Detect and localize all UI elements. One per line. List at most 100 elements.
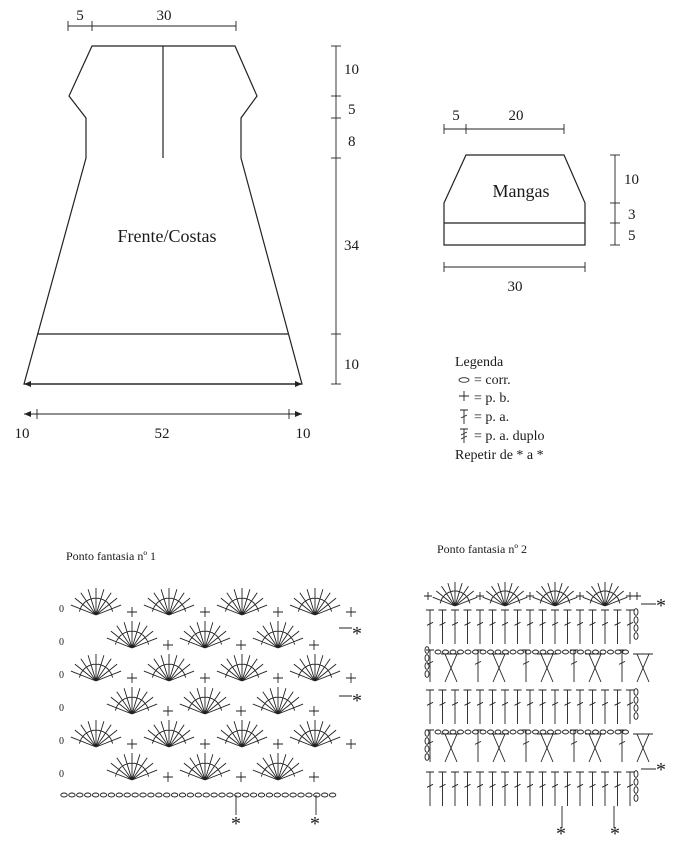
double-crochet-icon — [626, 609, 634, 644]
chart-1-row-start-mark: 0 — [59, 736, 64, 747]
chain-oval-icon — [242, 792, 250, 798]
chain-oval-icon — [479, 729, 487, 735]
double-crochet-icon — [563, 771, 572, 806]
body-side-dim-1: 10 — [344, 62, 359, 78]
chain-oval-icon — [487, 649, 494, 655]
double-crochet-icon — [626, 689, 634, 724]
double-crochet-icon — [426, 649, 434, 682]
body-top-dim-shoulder: 5 — [76, 8, 84, 24]
chain-oval-icon — [449, 729, 457, 735]
cross-icon — [633, 592, 641, 600]
chain-oval-icon — [305, 792, 313, 798]
cross-icon — [273, 607, 283, 617]
chain-oval-icon — [614, 729, 622, 735]
chart-2-row-mark-a: * — [656, 595, 666, 617]
chain-oval-icon — [76, 792, 84, 798]
crossed-stitch-icon — [633, 653, 653, 683]
crossed-stitch-icon — [633, 733, 653, 763]
cross-icon — [127, 739, 137, 749]
chain-oval-icon — [328, 792, 337, 798]
double-crochet-icon — [551, 689, 559, 724]
double-crochet-icon — [538, 771, 547, 806]
chain-oval-icon — [289, 792, 297, 798]
body-side-dim-2: 5 — [348, 102, 356, 118]
double-crochet-icon — [426, 689, 434, 724]
legend-item-treble: = p. a. duplo — [474, 429, 545, 444]
body-bottom-dim-left: 10 — [15, 426, 30, 442]
double-crochet-icon — [438, 771, 447, 806]
shell-fan-icon — [252, 753, 304, 781]
chart-1-row-start-mark: 0 — [59, 637, 64, 648]
chart-1-bottom-mark-b: * — [310, 813, 320, 835]
chain-oval-icon — [442, 649, 449, 655]
double-crochet-icon — [618, 649, 626, 682]
chain-oval-icon — [599, 729, 607, 735]
double-crochet-icon — [588, 689, 597, 724]
crossed-stitch-icon — [489, 733, 509, 763]
chain-oval-icon — [457, 649, 464, 655]
cross-icon — [273, 739, 283, 749]
shell-fan-icon — [179, 621, 231, 649]
chain-oval-icon — [633, 794, 639, 802]
legend-title: Legenda — [455, 355, 504, 370]
chain-oval-icon — [464, 649, 472, 655]
shell-fan-icon — [432, 582, 478, 607]
chain-oval-icon — [115, 792, 123, 798]
repeat-pointer-line — [235, 627, 352, 815]
double-crochet-icon — [551, 771, 559, 806]
chain-oval-icon — [226, 792, 234, 798]
double-crochet-icon — [426, 771, 434, 806]
cross-icon — [576, 592, 584, 600]
chain-oval-icon — [494, 649, 502, 655]
chain-oval-icon — [539, 729, 547, 735]
shell-fan-icon — [179, 753, 231, 781]
double-crochet-icon — [451, 689, 459, 724]
sleeve-top-dim-left: 5 — [452, 108, 460, 124]
chart-2-bottom-mark-a: * — [556, 823, 566, 845]
body-bottom-dim-center: 52 — [155, 426, 170, 442]
double-crochet-icon — [526, 689, 534, 724]
chain-oval-icon — [547, 649, 554, 655]
chain-oval-icon — [622, 649, 629, 655]
chain-oval-icon — [424, 662, 430, 670]
shell-fan-icon — [216, 720, 268, 748]
cross-icon — [200, 607, 210, 617]
chain-oval-icon — [633, 786, 639, 794]
double-crochet-icon — [576, 771, 584, 806]
sleeve-side-dim-2: 3 — [628, 207, 636, 223]
double-crochet-icon — [488, 689, 497, 724]
shell-fan-icon — [482, 582, 528, 607]
chain-oval-icon — [218, 792, 226, 798]
chain-oval-icon — [139, 792, 147, 798]
shell-fan-icon — [143, 654, 195, 682]
chain-oval-icon — [131, 792, 139, 798]
chain-oval-icon — [554, 649, 562, 655]
shell-fan-icon — [106, 753, 158, 781]
chain-oval-icon — [434, 729, 442, 735]
chain-oval-icon — [633, 712, 639, 720]
chain-oval-icon — [257, 792, 266, 798]
chart-2-title: Ponto fantasia nº 2 — [437, 542, 527, 556]
chain-oval-icon — [464, 729, 472, 735]
chain-oval-icon — [186, 792, 195, 798]
chain-oval-icon — [554, 729, 562, 735]
double-crochet-icon — [570, 729, 578, 762]
cross-icon — [346, 607, 356, 617]
double-crochet-icon — [474, 729, 482, 762]
shell-fan-icon — [216, 588, 268, 616]
cross-icon — [200, 739, 210, 749]
double-crochet-icon — [476, 771, 484, 806]
chain-oval-icon — [449, 649, 457, 655]
cross-icon — [309, 772, 319, 782]
stitch-chart-2: Ponto fantasia nº 2 * * * * — [424, 542, 666, 845]
chain-oval-icon — [281, 792, 289, 798]
chain-oval-icon — [442, 729, 449, 735]
crossed-stitch-icon — [537, 653, 557, 683]
chain-oval-icon — [592, 729, 599, 735]
crossed-stitch-icon — [585, 653, 605, 683]
shell-fan-icon — [70, 720, 122, 748]
chain-oval-icon — [99, 792, 108, 798]
chain-oval-icon — [614, 649, 622, 655]
cross-icon — [163, 640, 173, 650]
